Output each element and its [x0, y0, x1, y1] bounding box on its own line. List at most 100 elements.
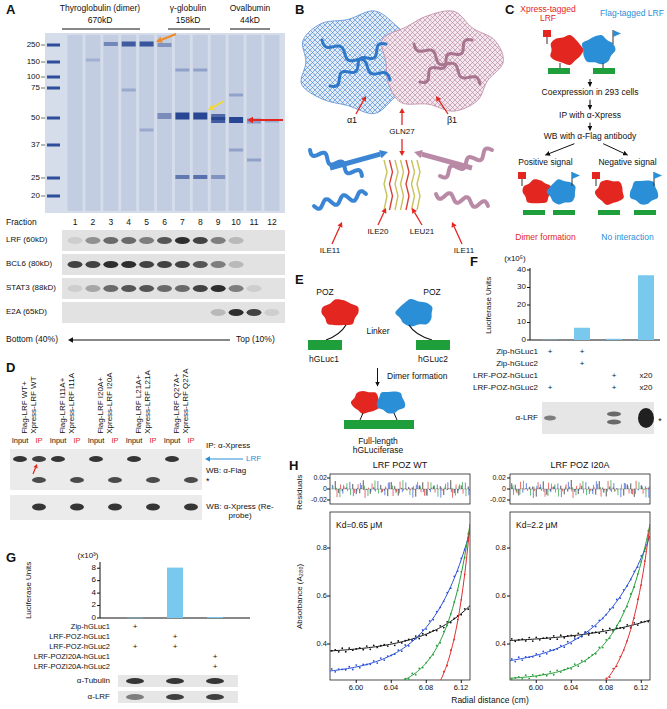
fraction-number: 12 [267, 218, 276, 227]
residual-bar [518, 489, 519, 495]
blot-band [638, 408, 654, 428]
tag-pole [547, 36, 548, 44]
residual-bar [573, 489, 574, 498]
data-point [467, 608, 469, 610]
axis-tick [527, 287, 530, 288]
residual-bar [451, 488, 452, 489]
residual-bar [630, 483, 631, 489]
data-point [532, 674, 534, 676]
data-point [553, 674, 555, 676]
arrow-head [247, 117, 253, 124]
data-point [595, 631, 597, 633]
data-point [539, 639, 541, 641]
data-point [355, 648, 357, 650]
residual-bar [578, 489, 579, 490]
residual-bar [609, 486, 610, 489]
fit-curve [510, 524, 650, 678]
panel-letter: F [470, 255, 478, 269]
data-point [581, 635, 583, 637]
residual-bar [433, 485, 434, 489]
gel-band [247, 159, 261, 162]
illustrated-node: Positive signalDimer formation [507, 156, 584, 246]
lane-label: IP [111, 437, 118, 445]
axis-tick-label: 6.04 [564, 684, 579, 692]
western-blot-strip [10, 449, 202, 490]
data-point [644, 560, 646, 562]
residual-bar [604, 489, 605, 490]
residual-bar [382, 489, 383, 492]
data-point [542, 673, 544, 675]
data-point [443, 600, 445, 602]
data-point [511, 678, 513, 680]
gel-lane [211, 35, 226, 211]
data-point [418, 638, 420, 640]
data-point [422, 667, 424, 669]
residual-bar [437, 489, 438, 497]
residual-bar [614, 489, 615, 492]
data-point [542, 637, 544, 639]
western-blot-strip [542, 402, 654, 434]
residual-bar [450, 480, 451, 489]
residual-bar [527, 489, 528, 491]
data-point [518, 639, 520, 641]
stem [603, 63, 604, 68]
gel-lane [121, 35, 136, 211]
ladder-band [47, 76, 60, 79]
ladder-band [47, 144, 60, 147]
fraction-number: 5 [144, 218, 149, 227]
data-point [450, 587, 452, 589]
western-blot-strip [62, 302, 285, 323]
residual-bar [336, 488, 337, 489]
data-point [394, 644, 396, 646]
data-point [464, 557, 466, 559]
data-point [511, 638, 513, 640]
blot-band [121, 237, 136, 244]
residual-bar [571, 489, 572, 491]
blot-band [68, 237, 83, 244]
marker-tick [41, 88, 45, 89]
fit-curve [510, 524, 650, 680]
marker-size: 158kD [176, 16, 201, 25]
data-point [345, 651, 347, 653]
residual-bar [600, 487, 601, 489]
data-point [549, 671, 551, 673]
data-point [640, 555, 642, 557]
residual-bar [595, 489, 596, 495]
data-point [432, 654, 434, 656]
data-point [518, 676, 520, 678]
data-point [443, 631, 445, 633]
residual-bar [374, 480, 375, 489]
residual-bar [396, 489, 397, 492]
residual-bar [610, 480, 611, 489]
residual-bar [398, 489, 399, 496]
data-point [411, 640, 413, 642]
structure-label: α1 [347, 116, 357, 126]
residual-bar [431, 488, 432, 489]
data-point [609, 627, 611, 629]
axis-tick [327, 596, 330, 597]
data-point [436, 645, 438, 647]
lane-group-label: Flag-LRF WT+ Xpress-LRF WT [21, 362, 39, 434]
axis-tick-label: 0.4 [317, 640, 327, 648]
residual-bar [524, 489, 525, 491]
data-point [619, 620, 621, 622]
arrow-head [414, 150, 423, 158]
residual-bar [545, 489, 546, 497]
flag-tag [613, 30, 621, 37]
residual-bar [649, 486, 650, 489]
residual-bar [554, 484, 555, 489]
gel-band [175, 175, 189, 179]
blot-label: WB: α-Flag [206, 467, 246, 476]
residual-bar [611, 489, 612, 492]
residual-bar [393, 489, 394, 496]
axis-tick [527, 305, 530, 306]
residual-bar [641, 485, 642, 489]
bar [606, 339, 622, 340]
lane-label: Input [88, 437, 105, 445]
residue-label: ILE11 [320, 247, 340, 256]
residual-bar [333, 489, 334, 490]
blot-band [184, 477, 198, 483]
dna-binding-domain [593, 68, 615, 74]
bar [542, 339, 558, 340]
data-point [535, 653, 537, 655]
